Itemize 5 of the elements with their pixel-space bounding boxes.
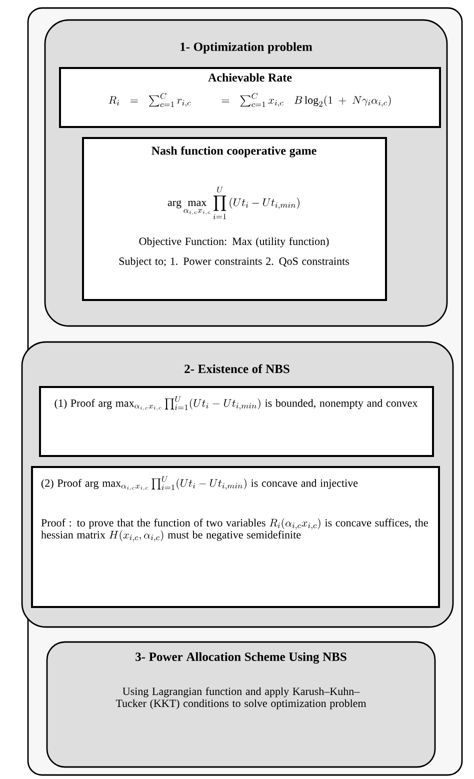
formula-box: Nash function cooperative game $\arg\max_{\alpha_{i,c} x_{i,c}} \prod_{i=1}^{U} \left(Ut_i - Ut_{i,min}\right)$ Objective Function: Max (utility function) Subject to; 1. Power constraints 2. QoS constraints <box>82 137 387 301</box>
statement-box: (1) Proof arg $\max_{\alpha_{i,c} x_{i,c}} \prod_{i=1}^{U} (Ut_i - Ut_{i,min})$ is bounded, nonempty and convex <box>39 386 434 457</box>
section-panel: 3- Power Allocation Scheme Using NBS Using Lagrangian function and apply Karush–Kuhn–Tucker (KKT) conditions to solve optimization problem <box>46 641 436 768</box>
formula-box: Achievable Rate $R_i = \sum_{c=1}^{C} r_{i,c} \;\; = \sum_{c=1}^{C} x_{i,c}\; B \log_2(1 + N\gamma_i \alpha_{i,c})$ <box>59 67 441 128</box>
statement-box: (2) Proof arg $\max_{\alpha_{i,c} x_{i,c}} \prod_{i=1}^{U} (Ut_i - Ut_{i,min})$ is concave and injective Proof : to prove that the function of two variables $R_i(\alpha_{i,c} x_{i,c})$ is concave suffices, the hessian matrix $H(x_{i,c}, \alpha_{i,c})$ must be negative semidefinite <box>31 466 440 608</box>
